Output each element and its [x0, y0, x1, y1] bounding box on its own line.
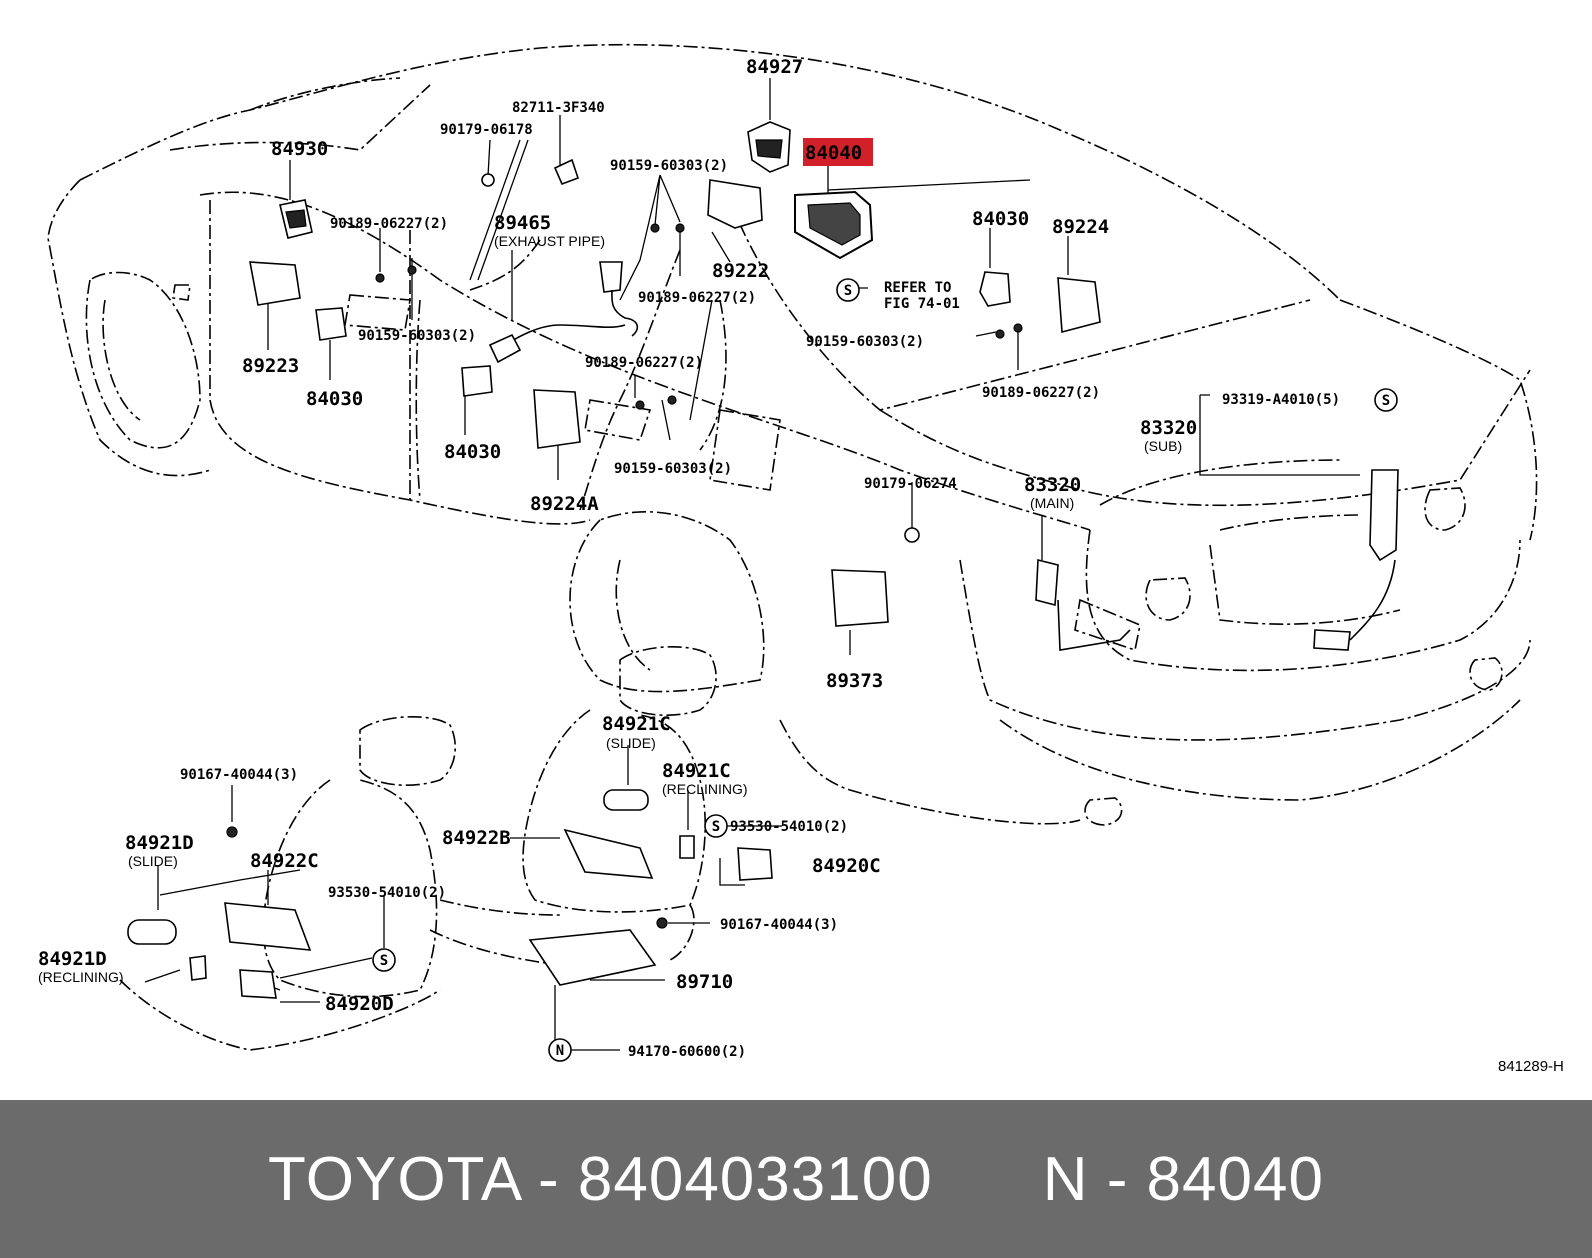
- part-89222: [707, 179, 763, 229]
- label-84921c-reclining-note: (RECLINING): [662, 781, 748, 797]
- label-93530-54010-b: 93530-54010(2): [328, 885, 446, 901]
- parts-diagram: S S S S N 84927 82711-3F340 90179-06178 …: [38, 43, 1538, 1062]
- svg-text:S: S: [380, 953, 388, 969]
- label-84920c: 84920C: [812, 855, 881, 877]
- leader-lines: [144, 78, 1360, 1051]
- label-84030-center: 84030: [444, 441, 501, 463]
- label-90189-06227-a: 90189-06227(2): [330, 216, 448, 232]
- label-84921c-reclining: 84921C: [662, 760, 731, 782]
- part-89373: [831, 569, 889, 627]
- label-83320-main-note: (MAIN): [1030, 495, 1074, 511]
- label-84927: 84927: [746, 56, 803, 78]
- label-84922b: 84922B: [442, 827, 511, 849]
- connector: [599, 261, 623, 293]
- part-84030-left: [315, 307, 347, 341]
- sender-gauge: [1313, 629, 1351, 651]
- part-83320-main: [1035, 558, 1059, 607]
- label-84030-left: 84030: [306, 388, 363, 410]
- car-body-outline: [47, 43, 1538, 826]
- mark-s-refer: [836, 278, 860, 302]
- part-labels: 84927 82711-3F340 90179-06178 84930 8404…: [38, 56, 1340, 1060]
- parts: [127, 121, 1399, 999]
- label-90189-06227-b: 90189-06227(2): [638, 290, 756, 306]
- part-84921d-reclining: [189, 955, 207, 981]
- label-90179-06274: 90179-06274: [864, 476, 957, 492]
- mark-s-93319: [1374, 388, 1398, 412]
- label-93319-a4010: 93319-A4010(5): [1222, 392, 1340, 408]
- part-84922b: [563, 828, 654, 879]
- label-refer-1: REFER TO: [884, 280, 951, 296]
- label-84922c: 84922C: [250, 850, 319, 872]
- mark-n-94170: [548, 1038, 572, 1062]
- label-83320-sub-note: (SUB): [1144, 438, 1182, 454]
- svg-text:S: S: [1382, 393, 1390, 409]
- label-refer-2: FIG 74-01: [884, 296, 960, 312]
- svg-text:N: N: [556, 1043, 564, 1059]
- part-84921c-reclining: [679, 835, 695, 859]
- label-93530-54010-a: 93530-54010(2): [730, 819, 848, 835]
- label-89223: 89223: [242, 355, 299, 377]
- seat-outline: [119, 646, 717, 1051]
- label-89710: 89710: [676, 971, 733, 993]
- label-84921d-reclining: 84921D: [38, 948, 107, 970]
- label-89465-note: (EXHAUST PIPE): [494, 233, 605, 249]
- label-89224a: 89224A: [530, 493, 599, 515]
- label-90159-60303-b: 90159-60303(2): [358, 328, 476, 344]
- footer-bar: TOYOTA - 8404033100 N - 84040: [0, 1100, 1592, 1258]
- label-84921c-slide-note: (SLIDE): [606, 735, 656, 751]
- label-84921c-slide: 84921C: [602, 713, 671, 735]
- part-89224: [1057, 277, 1101, 334]
- label-82711-3f340: 82711-3F340: [512, 100, 605, 116]
- car-exploded-view: S S S S N 84927 82711-3F340 90179-06178 …: [38, 43, 1538, 1062]
- label-94170-60600: 94170-60600(2): [628, 1044, 746, 1060]
- part-89223: [249, 261, 301, 306]
- mark-s-93530b: [372, 948, 396, 972]
- label-90179-06178: 90179-06178: [440, 122, 533, 138]
- part-90179-a: [481, 173, 495, 187]
- part-84920c: [737, 847, 773, 881]
- label-89465: 89465: [494, 212, 551, 234]
- bolt-90167-a: [226, 826, 238, 838]
- label-84921d-reclining-note: (RECLINING): [38, 969, 124, 985]
- label-83320-sub: 83320: [1140, 417, 1197, 439]
- part-84030-center: [461, 365, 493, 397]
- label-89373: 89373: [826, 670, 883, 692]
- bolt-90167-b: [656, 917, 668, 929]
- part-89224a: [533, 389, 581, 449]
- label-84921d-slide: 84921D: [125, 832, 194, 854]
- part-90179-b: [904, 527, 920, 543]
- label-90167-40044-a: 90167-40044(3): [180, 767, 298, 783]
- part-83320-sub: [1369, 469, 1399, 562]
- label-83320-main: 83320: [1024, 474, 1081, 496]
- svg-text:S: S: [844, 283, 852, 299]
- part-89710: [528, 929, 657, 986]
- label-90159-60303-d: 90159-60303(2): [806, 334, 924, 350]
- part-84030-right: [979, 271, 1011, 307]
- label-84930: 84930: [271, 138, 328, 160]
- label-90167-40044-b: 90167-40044(3): [720, 917, 838, 933]
- footer-part-number: TOYOTA - 8404033100: [268, 1144, 933, 1214]
- label-89222: 89222: [712, 260, 769, 282]
- label-90189-06227-d: 90189-06227(2): [982, 385, 1100, 401]
- footer-ref-number: N - 84040: [1042, 1144, 1324, 1214]
- label-84030-right: 84030: [972, 208, 1029, 230]
- label-84040: 84040: [805, 142, 862, 164]
- part-highlight-box: [803, 138, 873, 166]
- circled-marks: S S S S N: [372, 278, 1398, 1062]
- part-84921c-slide: [603, 789, 649, 811]
- label-90159-60303-c: 90159-60303(2): [614, 461, 732, 477]
- part-84920d: [239, 969, 277, 999]
- label-90189-06227-c: 90189-06227(2): [585, 355, 703, 371]
- part-84922c: [224, 902, 312, 951]
- mark-s-93530a: [704, 814, 728, 838]
- label-89224: 89224: [1052, 216, 1109, 238]
- part-89465: [488, 333, 522, 364]
- label-84921d-slide-note: (SLIDE): [128, 853, 178, 869]
- part-84921d-slide: [127, 919, 177, 945]
- part-82711: [553, 158, 580, 186]
- label-84920d: 84920D: [325, 993, 394, 1015]
- figure-reference-code: 841289-H: [1498, 1058, 1564, 1075]
- svg-text:S: S: [712, 819, 720, 835]
- label-90159-60303-a: 90159-60303(2): [610, 158, 728, 174]
